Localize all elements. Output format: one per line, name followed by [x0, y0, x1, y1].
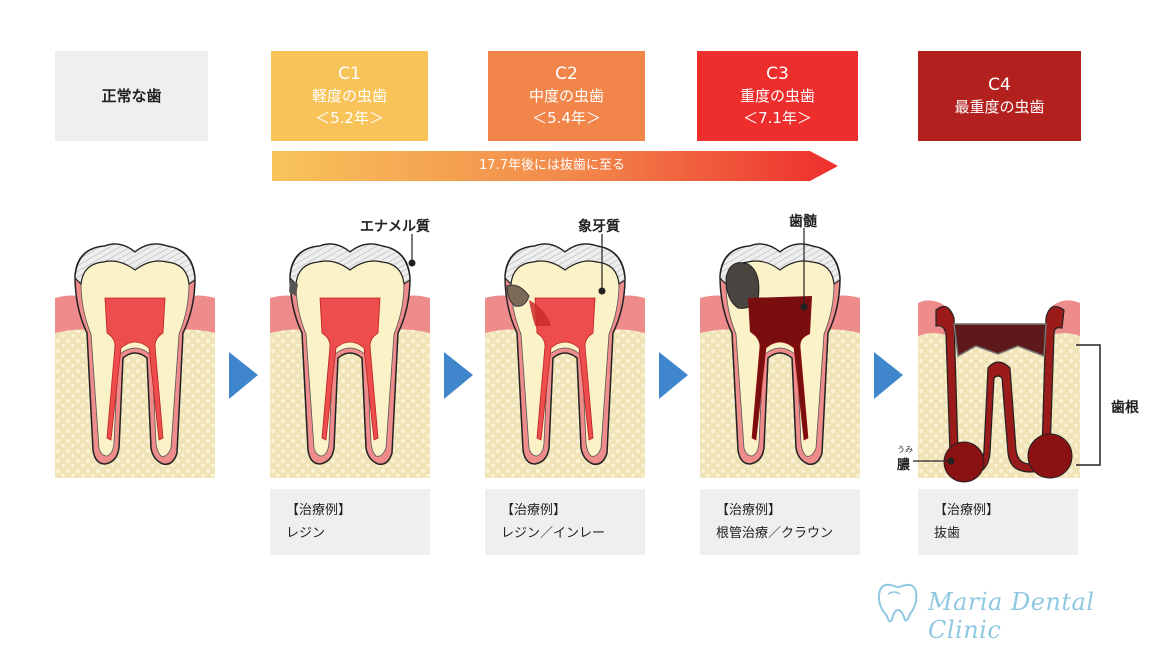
treatment-value: レジン／インレー	[501, 526, 606, 541]
callout-dentin: 象牙質	[578, 219, 620, 235]
clinic-logo-text: Maria Dental Clinic	[928, 588, 1095, 644]
tooth-logo-icon	[877, 583, 918, 623]
treatment-label: 【治療例】	[501, 503, 567, 518]
stage-name: 中度の虫歯	[528, 87, 604, 105]
stage-name: 重度の虫歯	[739, 87, 815, 105]
treatment-box-c3: 【治療例】 根管治療／クラウン	[700, 489, 860, 555]
stage-code: C2	[555, 64, 578, 84]
treatment-value: 抜歯	[934, 526, 961, 541]
stage-code: C3	[766, 64, 789, 84]
stage-name: 正常な歯	[101, 87, 162, 105]
stage-box-c1: C1 軽度の虫歯 ＜5.2年＞	[271, 51, 428, 141]
stage-duration: ＜5.4年＞	[532, 109, 601, 127]
callout-pus-ruby: うみ	[897, 445, 913, 454]
callout-pulp: 歯髄	[789, 214, 817, 230]
treatment-value: 根管治療／クラウン	[716, 526, 834, 541]
stage-code: C4	[988, 75, 1011, 95]
treatment-box-c1: 【治療例】 レジン	[270, 489, 430, 555]
tooth-c3	[699, 243, 861, 479]
next-stage-arrow-icon	[659, 352, 688, 399]
stage-duration: ＜7.1年＞	[743, 109, 812, 127]
treatment-box-c2: 【治療例】 レジン／インレー	[485, 489, 645, 555]
treatment-box-c4: 【治療例】 抜歯	[918, 489, 1078, 555]
callout-enamel: エナメル質	[360, 219, 430, 235]
tooth-normal	[54, 243, 216, 479]
next-stage-arrow-icon	[444, 352, 473, 399]
stage-box-c2: C2 中度の虫歯 ＜5.4年＞	[488, 51, 645, 141]
stage-duration: ＜5.2年＞	[315, 109, 384, 127]
treatment-label: 【治療例】	[286, 503, 352, 518]
treatment-label: 【治療例】	[934, 503, 1000, 518]
treatment-value: レジン	[286, 526, 326, 541]
tooth-c2	[484, 243, 646, 479]
next-stage-arrow-icon	[874, 352, 903, 399]
tooth-c4	[918, 300, 1080, 483]
tooth-c1	[269, 243, 431, 479]
callout-root: 歯根	[1111, 400, 1139, 416]
stage-box-c4: C4 最重度の虫歯	[918, 51, 1081, 141]
next-stage-arrow-icon	[229, 352, 258, 399]
stage-name: 最重度の虫歯	[954, 98, 1045, 116]
stage-name: 軽度の虫歯	[311, 87, 387, 105]
stage-code: C1	[338, 64, 361, 84]
progress-banner-text: 17.7年後には抜歯に至る	[479, 158, 625, 173]
callout-pus: 膿	[897, 458, 911, 473]
treatment-label: 【治療例】	[716, 503, 782, 518]
stage-box-normal: 正常な歯	[55, 51, 208, 141]
stage-box-c3: C3 重度の虫歯 ＜7.1年＞	[697, 51, 858, 141]
